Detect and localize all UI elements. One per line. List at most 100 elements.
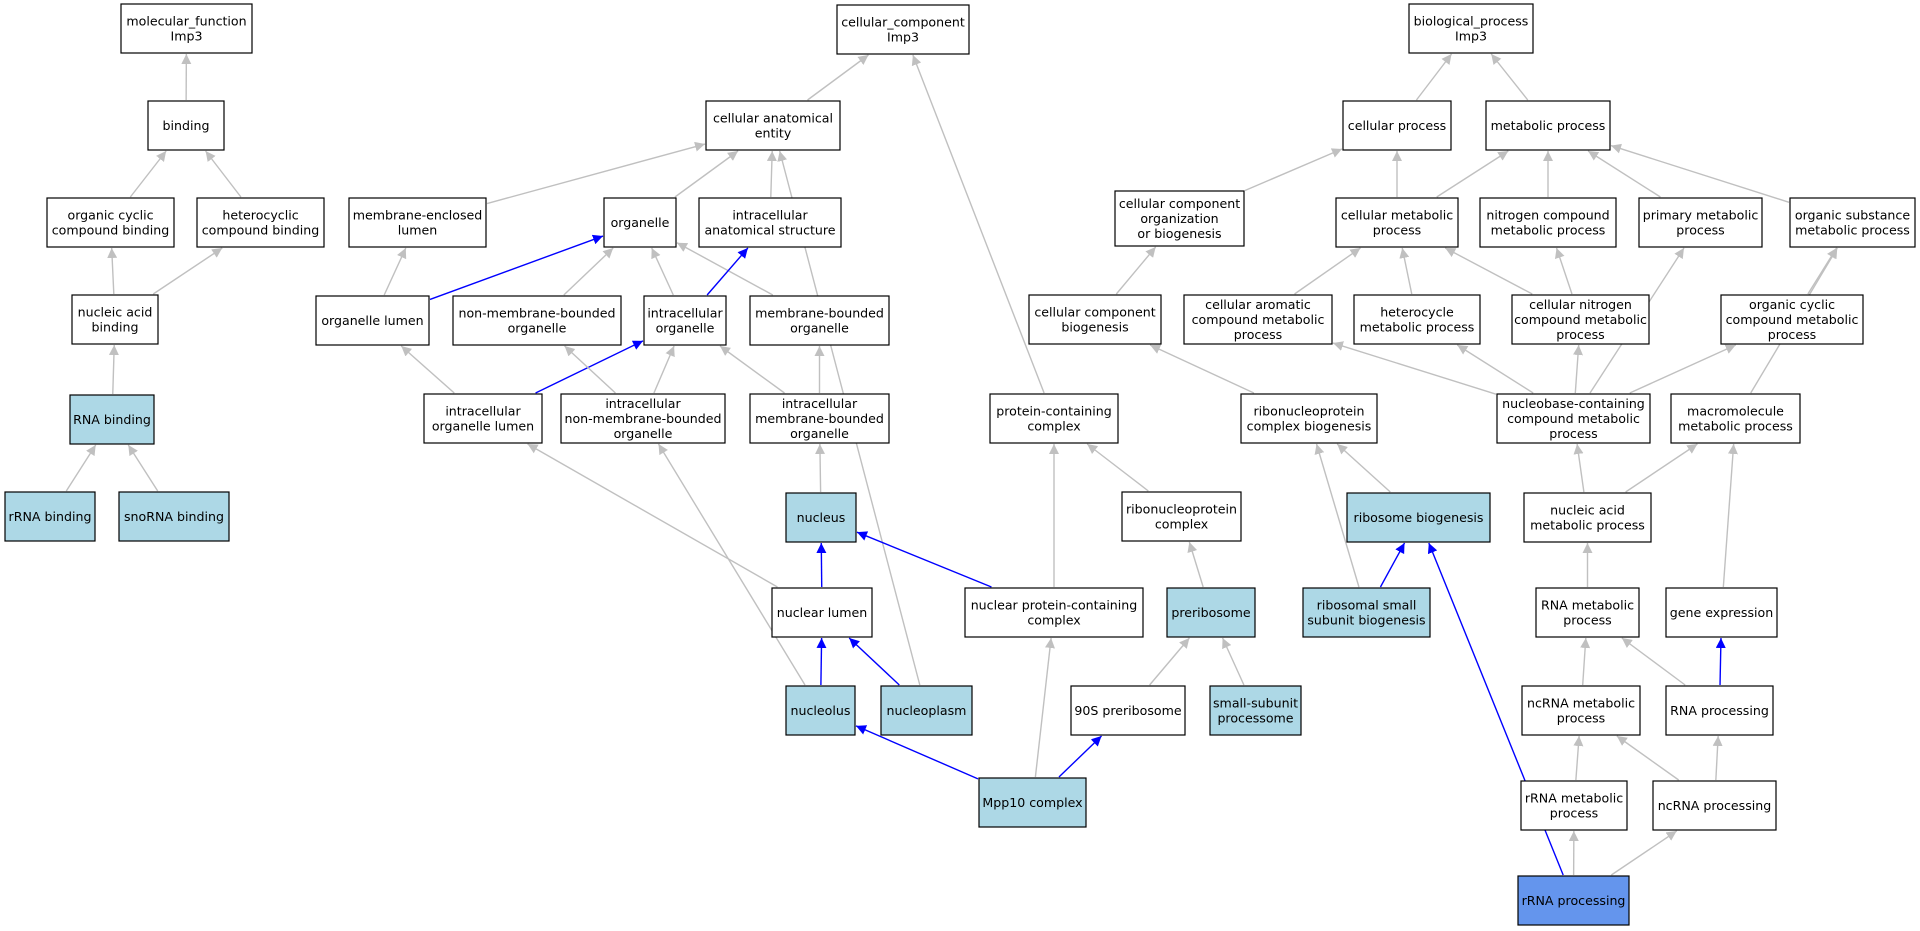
node-box (1183, 294, 1333, 345)
node-label: compound binding (52, 223, 170, 238)
node-box (1517, 875, 1630, 926)
edge-nucleolus-to-nlumen (816, 637, 827, 686)
edge-rnpc-to-pcc (1086, 443, 1149, 492)
node-snorna[interactable]: snoRNA binding (118, 491, 230, 542)
node-box (964, 587, 1144, 638)
node-label: membrane-enclosed (353, 208, 483, 223)
edge-inmbo-to-nmbo (564, 345, 616, 394)
edge-ias-to-cae (766, 150, 777, 198)
node-nucleolus[interactable]: nucleolus (785, 685, 856, 736)
node-mp[interactable]: metabolic process (1485, 100, 1611, 151)
edge-mbo-to-organelle (676, 242, 774, 296)
node-label: small-subunit (1213, 696, 1298, 711)
node-label: process (1676, 223, 1724, 238)
edge-pmp-to-mp (1587, 150, 1661, 198)
node-box (1520, 780, 1628, 831)
node-label: ribosome biogenesis (1354, 510, 1484, 525)
node-label: intracellular (782, 396, 858, 411)
node-rrnab[interactable]: rRNA binding (4, 491, 96, 542)
node-nlumen[interactable]: nuclear lumen (771, 587, 873, 638)
node-box (836, 4, 970, 55)
node-label: subunit biogenesis (1307, 613, 1425, 628)
edge-mpp10-to-npcc (1034, 637, 1055, 778)
node-label: molecular_function (126, 14, 246, 29)
node-cp[interactable]: cellular process (1342, 100, 1452, 151)
node-label: nitrogen compound (1486, 208, 1609, 223)
node-box (705, 100, 841, 151)
node-inmbo[interactable]: intracellularnon-membrane-boundedorganel… (560, 393, 726, 444)
node-label: cellular anatomical (713, 111, 833, 126)
node-ribbio[interactable]: ribosome biogenesis (1346, 492, 1491, 543)
edge-pcc-to-cc (911, 54, 1045, 394)
node-label: cellular aromatic (1205, 297, 1311, 312)
node-binding[interactable]: binding (147, 100, 225, 151)
node-label: compound metabolic (1192, 312, 1325, 327)
node-label: metabolic process (1360, 320, 1475, 335)
node-box (196, 197, 325, 248)
node-box (698, 197, 842, 248)
edge-rssb-to-ribbio (1379, 542, 1406, 588)
edge-cncmp-to-ncmp (1554, 247, 1573, 295)
edge-p90s-to-prerib (1149, 637, 1190, 686)
node-ncrnaproc[interactable]: ncRNA processing (1652, 780, 1777, 831)
node-organelle[interactable]: organelle (603, 197, 677, 248)
node-label: complex biogenesis (1247, 419, 1372, 434)
node-rnab[interactable]: RNA binding (69, 394, 155, 445)
edge-cacmp-to-cmp (1294, 247, 1361, 295)
node-nucleoplasm[interactable]: nucleoplasm (880, 685, 973, 736)
edge-organelle-to-cae (674, 150, 739, 198)
node-box (785, 492, 857, 543)
node-label: binding (163, 118, 210, 133)
node-label: nucleobase-containing (1502, 396, 1645, 411)
node-label: cellular process (1348, 118, 1446, 133)
node-rnaproc[interactable]: RNA processing (1665, 685, 1774, 736)
node-label: rRNA binding (9, 509, 92, 524)
node-box (1670, 393, 1801, 444)
node-prerib[interactable]: preribosome (1166, 587, 1256, 638)
node-nucleus[interactable]: nucleus (785, 492, 857, 543)
node-geneexp[interactable]: gene expression (1665, 587, 1778, 638)
node-rrnaproc[interactable]: rRNA processing (1517, 875, 1630, 926)
node-label: rRNA processing (1522, 893, 1626, 908)
node-mpp10[interactable]: Mpp10 complex (978, 777, 1087, 828)
edge-ribbio-to-rnpcb (1336, 443, 1391, 493)
node-p90s[interactable]: 90S preribosome (1070, 685, 1186, 736)
node-ol[interactable]: organelle lumen (315, 295, 430, 346)
